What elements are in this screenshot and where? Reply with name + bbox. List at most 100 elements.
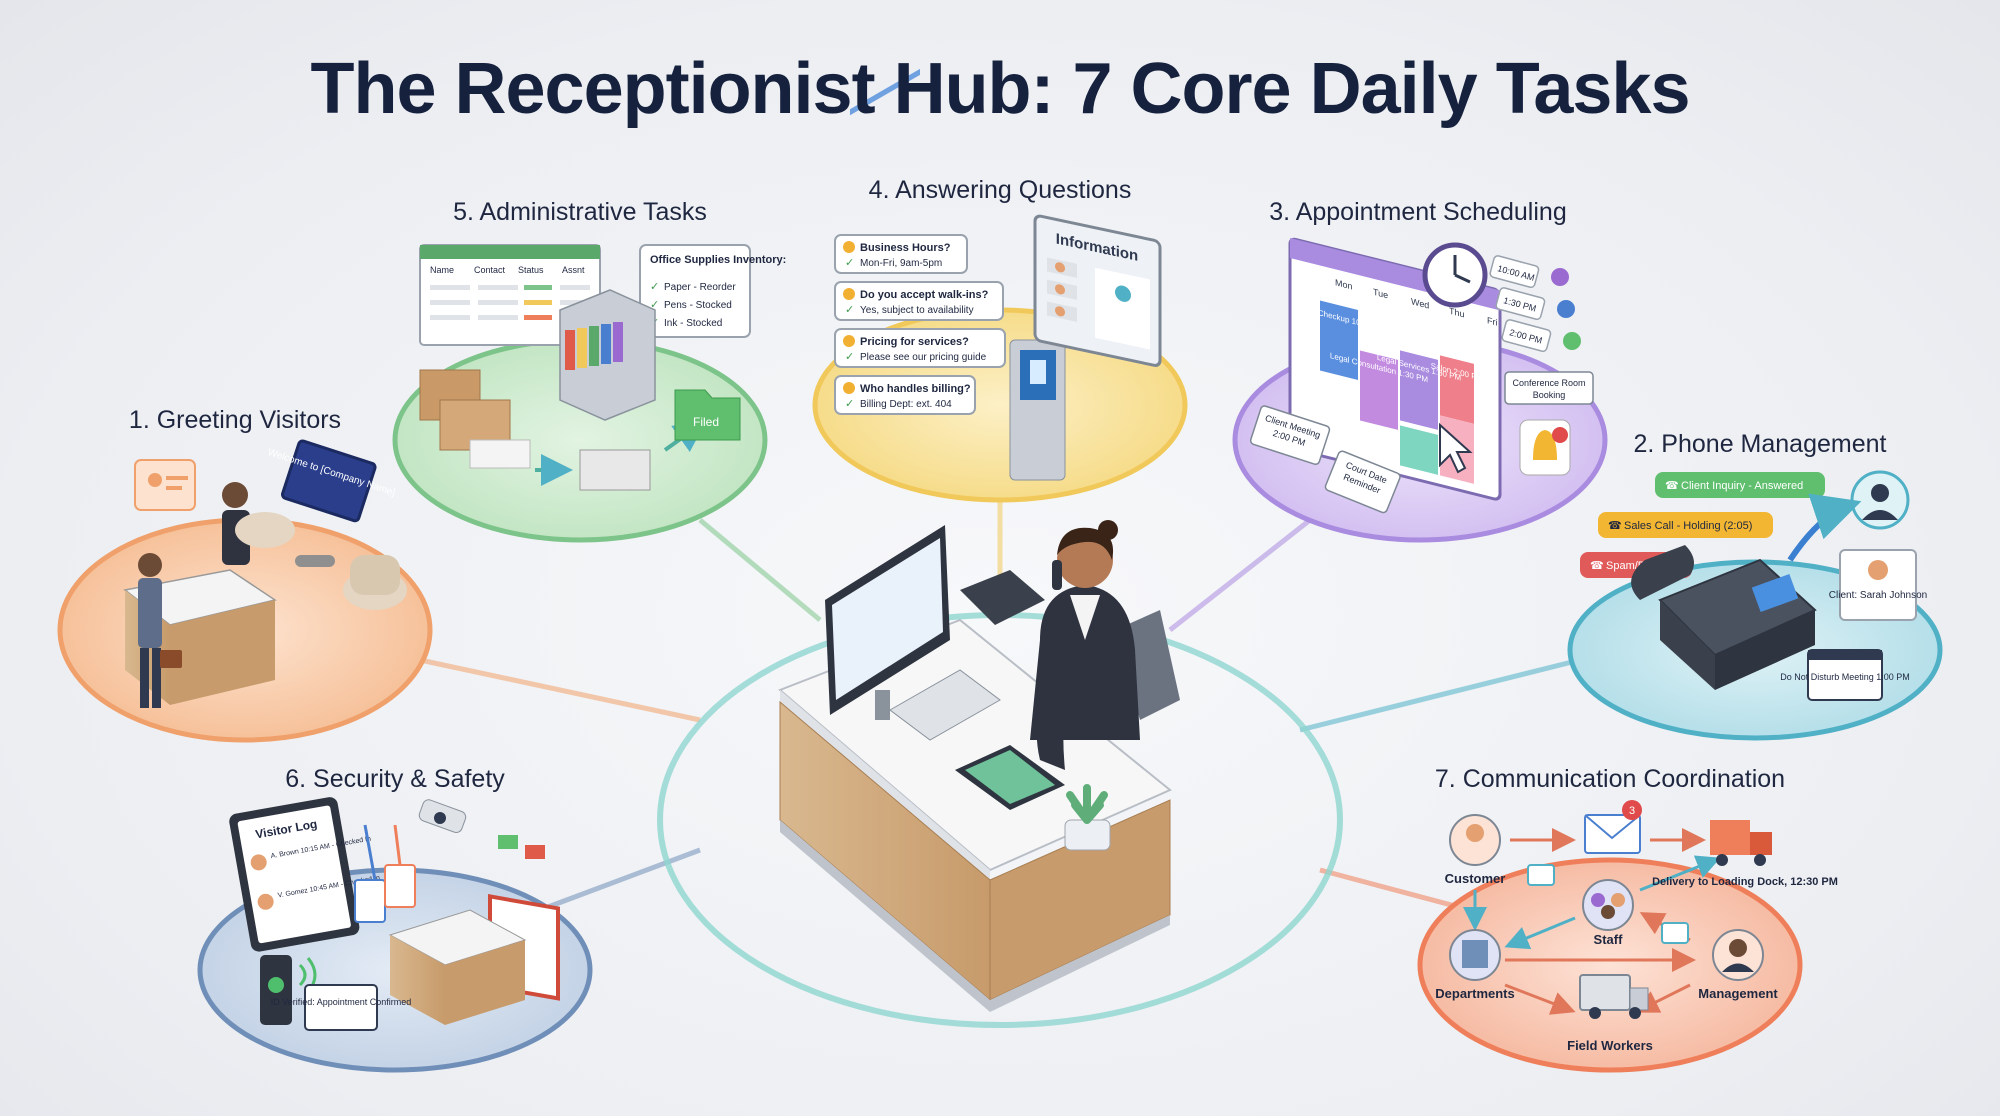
- admin-label: 5. Administrative Tasks: [453, 198, 707, 226]
- receptionist-figure: [1030, 520, 1140, 770]
- filed-folder-icon: Filed: [674, 389, 741, 441]
- check-icon: ✓: [845, 351, 854, 363]
- email-icon: 3: [1584, 800, 1642, 854]
- faq-answer: Mon-Fri, 9am-5pm: [860, 258, 942, 269]
- inventory-item: Pens - Stocked: [664, 300, 732, 311]
- delivery-truck-icon: [1710, 820, 1772, 866]
- calendar-day: Thu: [1449, 306, 1464, 320]
- faq-question: Do you accept walk-ins?: [860, 289, 989, 301]
- svg-text:Booking: Booking: [1533, 390, 1566, 400]
- status-dot-icon: [1557, 300, 1575, 318]
- dnd-note-text: Do Not Disturb Meeting 1:00 PM: [1780, 672, 1910, 682]
- information-board: Information: [1033, 214, 1162, 367]
- briefcase-icon: [160, 650, 182, 668]
- visitor-bubble-icon: [134, 459, 196, 511]
- check-icon: ✓: [650, 299, 659, 311]
- headset-avatar-icon: [1850, 470, 1910, 530]
- info-kiosk: [1009, 339, 1066, 481]
- calendar-day: Wed: [1411, 296, 1429, 310]
- scheduling-label: 3. Appointment Scheduling: [1269, 198, 1566, 226]
- status-dot-icon: [1563, 332, 1581, 350]
- central-reception-desk: [778, 68, 1180, 1012]
- monitor-icon: [825, 68, 950, 720]
- svg-text:Sales Call - Holding (2:05): Sales Call - Holding (2:05): [1624, 520, 1752, 532]
- inventory-item: Ink - Stocked: [664, 318, 722, 329]
- sheet-header: Name: [430, 265, 454, 275]
- question-icon: [843, 288, 855, 300]
- faq-card: Do you accept walk-ins? ✓ Yes, subject to …: [834, 281, 1004, 321]
- phone-icon: ☎: [1665, 480, 1679, 492]
- staff-label: Staff: [1594, 932, 1624, 947]
- svg-text:Client Inquiry - Answered: Client Inquiry - Answered: [1681, 480, 1803, 492]
- email-badge: 3: [1629, 805, 1635, 817]
- calendar-day: Mon: [1335, 277, 1352, 291]
- connector-greeting: [419, 657, 701, 723]
- check-icon: ✓: [845, 304, 854, 316]
- faq-card: Who handles billing?✓Billing Dept: ext. …: [834, 375, 976, 415]
- faq-list: Business Hours? ✓ Mon-Fri, 9am-5pm Do you a…: [834, 234, 1006, 415]
- question-icon: [843, 241, 855, 253]
- faq-answer: Yes, subject to availability: [860, 305, 974, 316]
- call-status-tag: ☎Client Inquiry - Answered: [1655, 472, 1825, 498]
- greeting-label: 1. Greeting Visitors: [129, 406, 341, 434]
- inventory-item: Paper - Reorder: [664, 282, 736, 293]
- phone-label: 2. Phone Management: [1634, 430, 1887, 458]
- faq-question: Who handles billing?: [860, 383, 971, 395]
- bell-icon: [1519, 419, 1571, 476]
- faq-question: Pricing for services?: [860, 336, 969, 348]
- call-status-tag: ☎Sales Call - Holding (2:05): [1598, 512, 1773, 538]
- inventory-title: Office Supplies Inventory:: [650, 254, 786, 266]
- central-phone-icon: [960, 570, 1045, 625]
- field-workers-node: Field Workers: [1567, 974, 1653, 1053]
- customer-node: Customer: [1445, 814, 1506, 886]
- connector-phone: [1299, 657, 1581, 733]
- management-node: Management: [1698, 929, 1778, 1001]
- customer-label: Customer: [1445, 871, 1506, 886]
- keyboard-icon: [889, 669, 1001, 741]
- chat-bubble-icon: [1527, 864, 1555, 886]
- id-verified-text: ID Verified: Appointment Confirmed: [271, 997, 412, 1007]
- inventory-card: Office Supplies Inventory: ✓ Paper - Reor…: [639, 244, 786, 338]
- faq-question: Business Hours?: [860, 242, 951, 254]
- svg-text:Conference Room: Conference Room: [1512, 378, 1585, 388]
- clock-icon: [1422, 242, 1488, 308]
- faq-answer: Billing Dept: ext. 404: [860, 399, 952, 410]
- field-workers-label: Field Workers: [1567, 1038, 1653, 1053]
- delivery-label: Delivery to Loading Dock, 12:30 PM: [1652, 876, 1838, 888]
- sheet-header: Contact: [474, 265, 506, 275]
- id-badge-icons: [354, 824, 416, 923]
- phone-icon: ☎: [1608, 520, 1622, 532]
- sheet-header: Assnt: [562, 265, 585, 275]
- communication-label: 7. Communication Coordination: [1435, 765, 1785, 793]
- connector-communication: [1319, 867, 1471, 913]
- connector-security: [539, 847, 701, 913]
- pointer-icon: [1439, 422, 1473, 474]
- time-tag: 1:30 PM: [1495, 287, 1575, 321]
- questions-platform: Business Hours? ✓ Mon-Fri, 9am-5pm Do you a…: [812, 214, 1188, 503]
- chat-bubble-icon: [1661, 922, 1689, 944]
- time-tag: 2:00 PM: [1501, 319, 1581, 353]
- check-icon: ✓: [845, 257, 854, 269]
- greeting-platform: Welcome to [Company Name]: [57, 439, 433, 743]
- faq-card: Business Hours? ✓ Mon-Fri, 9am-5pm: [834, 234, 968, 274]
- connector-admin: [698, 518, 822, 622]
- security-platform: Visitor Log A. Brown 10:15 AM - Checked …: [197, 797, 593, 1073]
- desk-phone-icon: [1631, 545, 1817, 690]
- departments-node: Departments: [1435, 929, 1515, 1001]
- communication-platform: Customer 3 Delivery to Loading Dock, 12:…: [1417, 800, 1838, 1073]
- plant-icon: [1064, 784, 1111, 851]
- calendar-day: Tue: [1373, 287, 1388, 301]
- calendar-day: Fri: [1487, 315, 1497, 327]
- staff-node: Staff: [1582, 879, 1634, 947]
- phone-icon: ☎: [1590, 560, 1604, 572]
- management-label: Management: [1698, 986, 1778, 1001]
- visitor-log-tablet: Visitor Log A. Brown 10:15 AM - Checked …: [229, 797, 381, 952]
